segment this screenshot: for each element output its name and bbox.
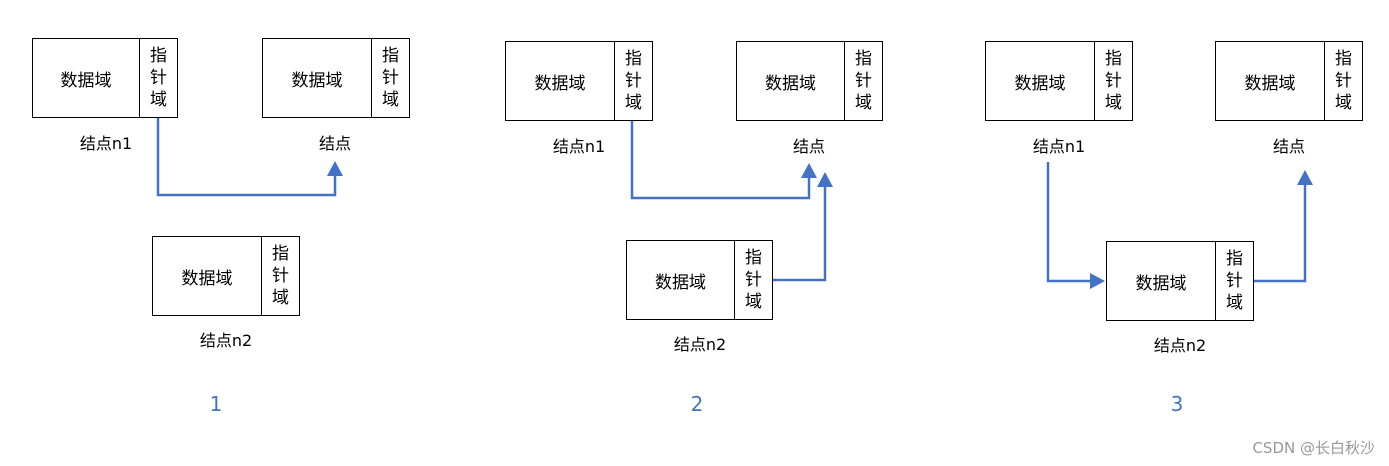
pointer-field: 指 针 域 (1105, 49, 1122, 113)
scene3-node: 数据域 指 针 域 (1215, 41, 1363, 121)
data-field: 数据域 (33, 39, 140, 117)
data-field: 数据域 (263, 39, 372, 117)
scene2-node-n1: 数据域 指 针 域 (505, 41, 653, 121)
watermark: CSDN @长白秋沙 (1252, 439, 1375, 457)
data-field: 数据域 (1107, 242, 1216, 320)
step-label-1: 1 (209, 392, 223, 416)
arrow-s2-n2-to-node (772, 182, 827, 282)
scene2-node-n2: 数据域 指 针 域 (626, 240, 773, 320)
scene3-label-n1: 结点n1 (1032, 137, 1086, 156)
arrow-s2-n1-to-node (630, 121, 811, 200)
arrow-s3-n2-to-node (1254, 182, 1307, 283)
pointer-field: 指 针 域 (272, 244, 289, 308)
scene1-label-node: 结点 (318, 134, 352, 153)
data-field: 数据域 (506, 42, 615, 120)
scene2-label-n2: 结点n2 (673, 335, 727, 354)
scene1-label-n1: 结点n1 (79, 134, 133, 153)
scene2-node: 数据域 指 针 域 (736, 41, 883, 121)
scene2-label-n1: 结点n1 (552, 137, 606, 156)
scene1-node-n2: 数据域 指 针 域 (152, 236, 300, 316)
data-field: 数据域 (627, 241, 735, 319)
data-field: 数据域 (1216, 42, 1325, 120)
arrow-s3-n1-to-n2 (1046, 162, 1094, 283)
scene2-label-node: 结点 (792, 137, 826, 156)
scene3-node-n2: 数据域 指 针 域 (1106, 241, 1254, 321)
pointer-field: 指 针 域 (745, 248, 762, 312)
pointer-field: 指 针 域 (625, 49, 642, 113)
pointer-field: 指 针 域 (1226, 249, 1243, 313)
scene3-label-n2: 结点n2 (1153, 336, 1207, 355)
step-label-2: 2 (690, 392, 704, 416)
scene1-label-n2: 结点n2 (199, 331, 253, 350)
data-field: 数据域 (737, 42, 845, 120)
data-field: 数据域 (986, 42, 1095, 120)
scene1-node-n1: 数据域 指 针 域 (32, 38, 178, 118)
step-label-3: 3 (1170, 392, 1184, 416)
scene3-node-n1: 数据域 指 针 域 (985, 41, 1133, 121)
scene3-label-node: 结点 (1272, 137, 1306, 156)
pointer-field: 指 针 域 (1335, 49, 1352, 113)
pointer-field: 指 针 域 (382, 46, 399, 110)
arrow-s1-n1-to-node (156, 118, 337, 197)
pointer-field: 指 针 域 (150, 46, 167, 110)
scene1-node: 数据域 指 针 域 (262, 38, 410, 118)
data-field: 数据域 (153, 237, 262, 315)
pointer-field: 指 针 域 (855, 49, 872, 113)
